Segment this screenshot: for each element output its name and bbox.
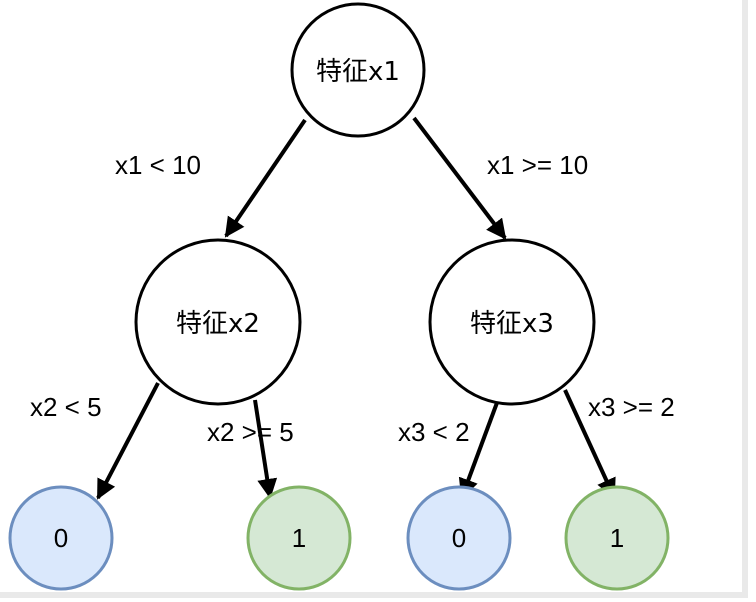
edge-right-rl (458, 399, 500, 499)
edge-label-root-left: x1 < 10 (115, 150, 201, 180)
leaf-right-right-label: 1 (610, 523, 624, 553)
leaf-left-right-label: 1 (292, 523, 306, 553)
node-left: 特征x2 (134, 238, 302, 406)
node-right: 特征x3 (428, 238, 596, 406)
edge-root-left (224, 118, 307, 238)
edge-label-right-rr: x3 >= 2 (588, 392, 675, 422)
edge-label-right-rl: x3 < 2 (398, 417, 470, 447)
edge-left-ll (96, 382, 160, 500)
edge-label-left-lr: x2 >= 5 (207, 417, 294, 447)
edge-label-left-ll: x2 < 5 (30, 392, 102, 422)
node-root: 特征x1 (290, 2, 426, 138)
leaf-left-left-label: 0 (54, 523, 68, 553)
edge-left-lr (253, 399, 278, 499)
leaf-right-right: 1 (564, 485, 670, 591)
leaf-left-right: 1 (246, 485, 352, 591)
node-right-label: 特征x3 (470, 309, 554, 339)
edge-root-right (412, 116, 507, 240)
leaf-right-left-label: 0 (452, 523, 466, 553)
edge-label-root-right: x1 >= 10 (487, 150, 588, 180)
leaf-left-left: 0 (8, 485, 114, 591)
node-left-label: 特征x2 (176, 309, 260, 339)
decision-tree-diagram: x1 < 10 x1 >= 10 x2 < 5 x2 >= 5 x3 < 2 x… (8, 2, 675, 591)
leaf-right-left: 0 (406, 485, 512, 591)
edge-right-rr (563, 389, 616, 499)
node-root-label: 特征x1 (316, 57, 400, 87)
